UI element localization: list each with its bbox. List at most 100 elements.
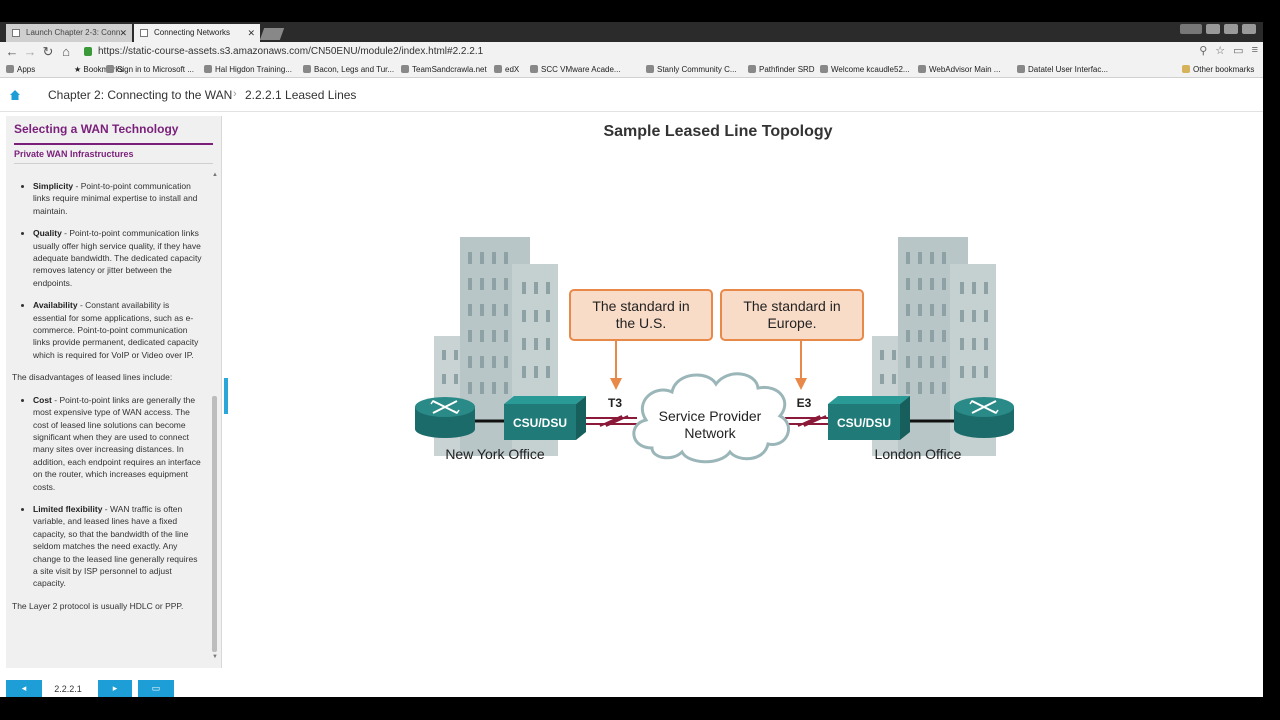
next-button[interactable]: ▸ <box>98 680 132 697</box>
sidebar-resize-handle[interactable] <box>224 378 228 414</box>
arrow-down-icon <box>795 378 807 390</box>
bookmark-item[interactable]: edX <box>494 64 519 76</box>
bookmark-apps[interactable]: Apps <box>6 64 35 76</box>
bookmark-other[interactable]: Other bookmarks <box>1182 64 1254 76</box>
advantages-list: Simplicity - Point-to-point communicatio… <box>14 180 202 361</box>
sidebar-panel: Selecting a WAN Technology Private WAN I… <box>6 116 222 668</box>
home-icon[interactable] <box>10 90 20 100</box>
maximize-button[interactable] <box>1224 24 1238 34</box>
description: - Point-to-point links are generally the… <box>33 394 201 492</box>
close-icon[interactable]: ✕ <box>247 28 255 38</box>
menu-button[interactable]: ▭ <box>138 680 174 697</box>
csu-dsu-device: CSU/DSU <box>504 396 586 440</box>
bookmark-item[interactable]: Welcome kcaudle52... <box>820 64 910 76</box>
cloud-icon: Service Provider Network <box>632 372 790 464</box>
minimize-button[interactable] <box>1206 24 1220 34</box>
leased-line-topology-diagram: Sample Leased Line Topology <box>415 123 1014 464</box>
previous-arrow-icon: ◂ <box>21 683 27 693</box>
csu-dsu-label: CSU/DSU <box>837 416 891 430</box>
previous-button[interactable]: ◂ <box>6 680 42 697</box>
list-item: Cost - Point-to-point links are generall… <box>33 394 202 493</box>
bookmark-item[interactable]: TeamSandcrawla.net <box>401 64 487 76</box>
browser-tab-launch[interactable]: Launch Chapter 2-3: Conn ✕ <box>6 24 132 42</box>
cloud-label-line2: Network <box>684 425 736 441</box>
menu-icon[interactable]: ≡ <box>1251 44 1258 56</box>
tab-label: Connecting Networks <box>154 28 231 37</box>
e3-label: E3 <box>797 396 812 410</box>
bookmark-item[interactable]: Datatel User Interfac... <box>1017 64 1108 76</box>
home-icon[interactable]: ⌂ <box>62 44 70 59</box>
sidebar-content: Simplicity - Point-to-point communicatio… <box>12 180 202 622</box>
star-icon: ★ <box>74 65 84 74</box>
menu-icon: ▭ <box>151 683 161 693</box>
bookmark-icon <box>303 65 311 73</box>
scrollbar-thumb[interactable] <box>212 396 217 652</box>
chevron-right-icon: › <box>233 88 237 100</box>
router-icon <box>415 397 475 438</box>
bookmark-item[interactable]: SCC VMware Acade... <box>530 64 621 76</box>
term: Quality <box>33 228 62 239</box>
window-controls <box>1180 24 1256 34</box>
bookmark-icon <box>646 65 654 73</box>
bookmark-item[interactable]: Sign in to Microsoft ... <box>106 64 194 76</box>
tab-label: Launch Chapter 2-3: Conn <box>26 28 121 37</box>
bookmark-item[interactable]: WebAdvisor Main ... <box>918 64 1000 76</box>
bookmark-icon <box>748 65 756 73</box>
forward-arrow-icon[interactable]: → <box>23 44 37 59</box>
serial-link-left <box>585 415 637 427</box>
serial-link-right <box>785 415 832 427</box>
description: - Constant availability is essential for… <box>33 300 199 360</box>
close-icon[interactable]: ✕ <box>119 28 127 38</box>
bookmark-bookmarks[interactable]: ★ Bookmarks <box>74 65 124 74</box>
term: Cost <box>33 394 52 405</box>
breadcrumb-section: 2.2.2.1 Leased Lines <box>245 88 357 102</box>
reload-icon[interactable]: ↻ <box>42 44 54 59</box>
diagram-title: Sample Leased Line Topology <box>603 123 832 140</box>
term: Availability <box>33 300 78 311</box>
star-icon[interactable]: ☆ <box>1215 45 1226 57</box>
browser-tab-connecting-networks[interactable]: Connecting Networks ✕ <box>134 24 260 42</box>
lock-icon <box>84 47 92 56</box>
back-arrow-icon[interactable]: ← <box>5 44 19 59</box>
divider <box>14 163 213 164</box>
callout-text-line2: the U.S. <box>616 315 667 331</box>
arrow-down-icon <box>610 378 622 390</box>
site-label-new-york: New York Office <box>445 446 545 462</box>
list-item: Quality - Point-to-point communication l… <box>33 227 202 289</box>
callout-text-line1: The standard in <box>743 298 840 314</box>
bookmark-item[interactable]: Stanly Community C... <box>646 64 737 76</box>
bottom-navigation: ◂ 2.2.2.1 ▸ ▭ <box>0 678 230 697</box>
bookmark-item[interactable]: Hal Higdon Training... <box>204 64 292 76</box>
csu-dsu-device: CSU/DSU <box>828 396 910 440</box>
list-item: Limited flexibility - WAN traffic is oft… <box>33 503 202 590</box>
page-number: 2.2.2.1 <box>48 682 88 697</box>
callout-text-line1: The standard in <box>592 298 689 314</box>
site-label-london: London Office <box>875 446 962 462</box>
scroll-down-icon[interactable]: ▼ <box>212 654 218 660</box>
new-tab-button[interactable] <box>259 28 285 40</box>
sidebar-scrollbar[interactable]: ▲ ▼ <box>211 172 219 662</box>
bookmark-item[interactable]: Bacon, Legs and Tur... <box>303 64 394 76</box>
zoom-icon[interactable]: ⚲ <box>1199 45 1208 57</box>
sidebar-subtitle: Private WAN Infrastructures <box>14 149 134 159</box>
breadcrumb-chapter[interactable]: Chapter 2: Connecting to the WAN <box>48 88 233 102</box>
folder-icon <box>1182 65 1190 73</box>
course-page: Chapter 2: Connecting to the WAN › 2.2.2… <box>0 78 1263 697</box>
address-bar[interactable]: https://static-course-assets.s3.amazonaw… <box>80 44 1220 60</box>
close-window-button[interactable] <box>1242 24 1256 34</box>
bookmark-item[interactable]: Pathfinder SRD <box>748 64 815 76</box>
bookmark-icon <box>106 65 114 73</box>
bookmarks-bar: Apps ★ Bookmarks Sign in to Microsoft ..… <box>0 62 1266 78</box>
page-icon <box>140 29 148 37</box>
browser-toolbar: ← → ↻ ⌂ https://static-course-assets.s3.… <box>0 42 1266 62</box>
bookmark-icon <box>530 65 538 73</box>
cast-icon[interactable]: ▭ <box>1233 45 1244 57</box>
router-icon <box>954 397 1014 438</box>
bookmark-icon <box>204 65 212 73</box>
apps-icon <box>6 65 14 73</box>
breadcrumb: Chapter 2: Connecting to the WAN › 2.2.2… <box>0 78 1263 112</box>
scroll-up-icon[interactable]: ▲ <box>212 172 218 178</box>
user-icon[interactable] <box>1180 24 1202 34</box>
list-item: Availability - Constant availability is … <box>33 299 202 361</box>
